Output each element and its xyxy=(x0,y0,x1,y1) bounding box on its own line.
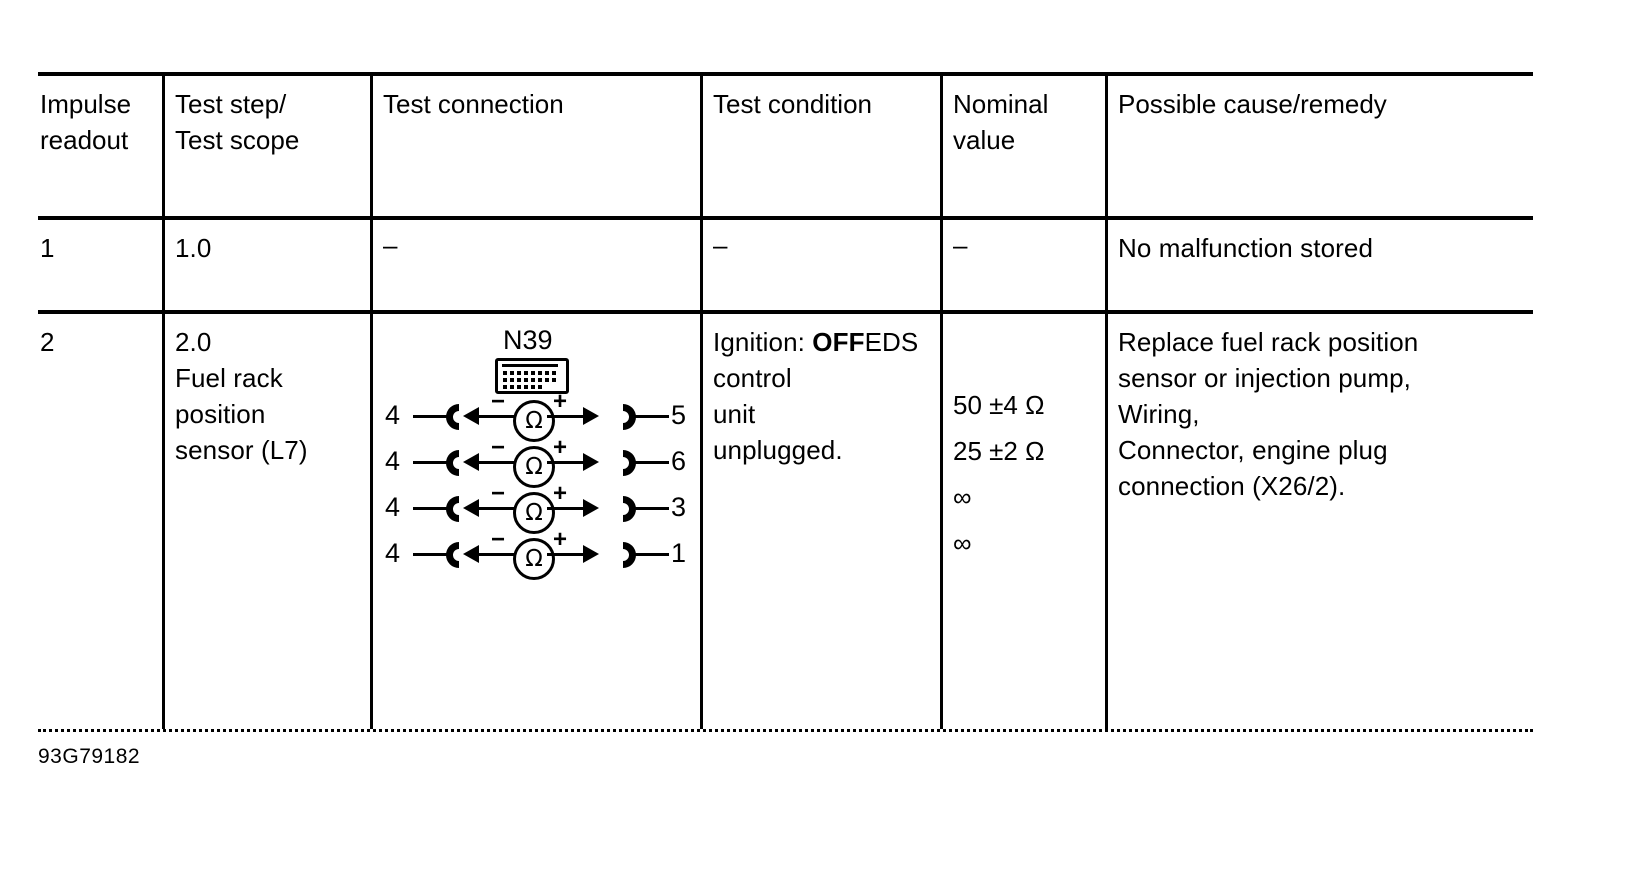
header-separator-rule xyxy=(38,216,1533,220)
arrow-right-icon xyxy=(583,407,599,425)
table-bottom-rule xyxy=(38,729,1533,732)
table-top-rule xyxy=(38,72,1533,76)
diagnostic-table: Impulse readout Test step/ Test scope Te… xyxy=(38,72,1533,732)
header-label-test-step: Test step/ Test scope xyxy=(175,89,300,155)
nominal-value-item: 25 ±2 Ω xyxy=(953,436,1045,466)
cell-test-condition: Ignition: OFFEDS control unit unplugged. xyxy=(700,314,940,729)
row-separator-rule xyxy=(38,310,1533,314)
test-condition-state: OFF xyxy=(812,327,865,357)
measurement-from-pin: 4 xyxy=(385,446,401,476)
value-test-connection: – xyxy=(383,230,398,260)
arrow-right-icon xyxy=(583,499,599,517)
measurement-line: 4 − Ω + 6 xyxy=(383,434,693,488)
cell-nominal-value: 50 ±4 Ω 25 ±2 Ω ∞ ∞ xyxy=(940,314,1105,729)
header-label-possible-cause: Possible cause/remedy xyxy=(1118,89,1387,119)
plug-icon xyxy=(623,404,636,430)
measurement-from-pin: 4 xyxy=(385,492,401,522)
value-test-condition: – xyxy=(713,230,728,260)
header-cell-test-connection: Test connection xyxy=(370,76,700,216)
nominal-value-item: ∞ xyxy=(953,482,972,512)
value-test-step: 2.0 Fuel rack position sensor (L7) xyxy=(175,327,308,465)
measurement-line: 4 − Ω + 3 xyxy=(383,480,693,534)
plug-icon xyxy=(623,496,636,522)
figure-id: 93G79182 xyxy=(38,745,141,768)
socket-icon xyxy=(446,450,459,476)
ohmmeter-icon: Ω xyxy=(513,492,555,534)
measurement-from-pin: 4 xyxy=(385,538,401,568)
value-impulse-readout: 1 xyxy=(40,233,55,263)
value-test-step: 1.0 xyxy=(175,233,212,263)
cell-test-step: 2.0 Fuel rack position sensor (L7) xyxy=(162,314,370,729)
arrow-right-icon xyxy=(583,545,599,563)
cell-test-condition: – xyxy=(700,220,940,310)
header-cell-test-condition: Test condition xyxy=(700,76,940,216)
cell-impulse-readout: 1 xyxy=(38,220,162,310)
measurement-to-pin: 3 xyxy=(671,492,687,522)
polarity-plus-sign: + xyxy=(553,480,568,507)
cell-test-connection: – xyxy=(370,220,700,310)
table-row: 2 2.0 Fuel rack position sensor (L7) N39 xyxy=(38,314,1533,729)
header-label-impulse-readout: Impulse readout xyxy=(40,89,132,155)
value-possible-cause: Replace fuel rack position sensor or inj… xyxy=(1118,327,1419,501)
table-row: 1 1.0 – – – No malfunction stored xyxy=(38,220,1533,310)
cell-test-connection: N39 4 xyxy=(370,314,700,729)
measurement-to-pin: 1 xyxy=(671,538,687,568)
socket-icon xyxy=(446,542,459,568)
value-impulse-readout: 2 xyxy=(40,327,55,357)
test-condition-prefix: Ignition: xyxy=(713,327,813,357)
arrow-left-icon xyxy=(463,453,479,471)
arrow-right-icon xyxy=(583,453,599,471)
polarity-minus-sign: − xyxy=(491,480,506,507)
header-label-test-condition: Test condition xyxy=(713,89,872,119)
value-nominal-value: – xyxy=(953,230,968,260)
value-possible-cause: No malfunction stored xyxy=(1118,233,1374,263)
socket-icon xyxy=(446,404,459,430)
measurement-to-pin: 5 xyxy=(671,400,687,430)
nominal-value-list: 50 ±4 Ω 25 ±2 Ω ∞ ∞ xyxy=(953,382,1105,566)
header-label-nominal-value: Nominal value xyxy=(953,89,1049,155)
measurement-line: 4 − Ω + 1 xyxy=(383,526,693,580)
polarity-plus-sign: + xyxy=(553,388,568,415)
header-cell-test-step: Test step/ Test scope xyxy=(162,76,370,216)
socket-icon xyxy=(446,496,459,522)
measurement-to-pin: 6 xyxy=(671,446,687,476)
ohmmeter-icon: Ω xyxy=(513,400,555,442)
connector-label-n39: N39 xyxy=(503,325,553,355)
header-label-test-connection: Test connection xyxy=(383,89,564,119)
plug-icon xyxy=(623,450,636,476)
polarity-minus-sign: − xyxy=(491,434,506,461)
cell-nominal-value: – xyxy=(940,220,1105,310)
value-test-condition: Ignition: OFFEDS control unit unplugged. xyxy=(713,324,940,468)
connector-block-icon xyxy=(495,358,569,394)
polarity-plus-sign: + xyxy=(553,434,568,461)
arrow-left-icon xyxy=(463,545,479,563)
arrow-left-icon xyxy=(463,499,479,517)
header-cell-impulse-readout: Impulse readout xyxy=(38,76,162,216)
plug-icon xyxy=(623,542,636,568)
polarity-minus-sign: − xyxy=(491,388,506,415)
test-condition-rest: EDS control unit unplugged. xyxy=(713,327,919,465)
header-cell-nominal-value: Nominal value xyxy=(940,76,1105,216)
cell-test-step: 1.0 xyxy=(162,220,370,310)
measurement-from-pin: 4 xyxy=(385,400,401,430)
polarity-plus-sign: + xyxy=(553,526,568,553)
nominal-value-item: 50 ±4 Ω xyxy=(953,390,1045,420)
arrow-left-icon xyxy=(463,407,479,425)
wiring-diagram: N39 4 xyxy=(383,326,693,586)
cell-possible-cause: Replace fuel rack position sensor or inj… xyxy=(1105,314,1533,729)
nominal-value-item: ∞ xyxy=(953,528,972,558)
cell-possible-cause: No malfunction stored xyxy=(1105,220,1533,310)
measurement-line: 4 − Ω + 5 xyxy=(383,388,693,442)
header-cell-possible-cause: Possible cause/remedy xyxy=(1105,76,1533,216)
ohmmeter-icon: Ω xyxy=(513,538,555,580)
polarity-minus-sign: − xyxy=(491,526,506,553)
ohmmeter-icon: Ω xyxy=(513,446,555,488)
cell-impulse-readout: 2 xyxy=(38,314,162,729)
table-header-row: Impulse readout Test step/ Test scope Te… xyxy=(38,76,1533,216)
